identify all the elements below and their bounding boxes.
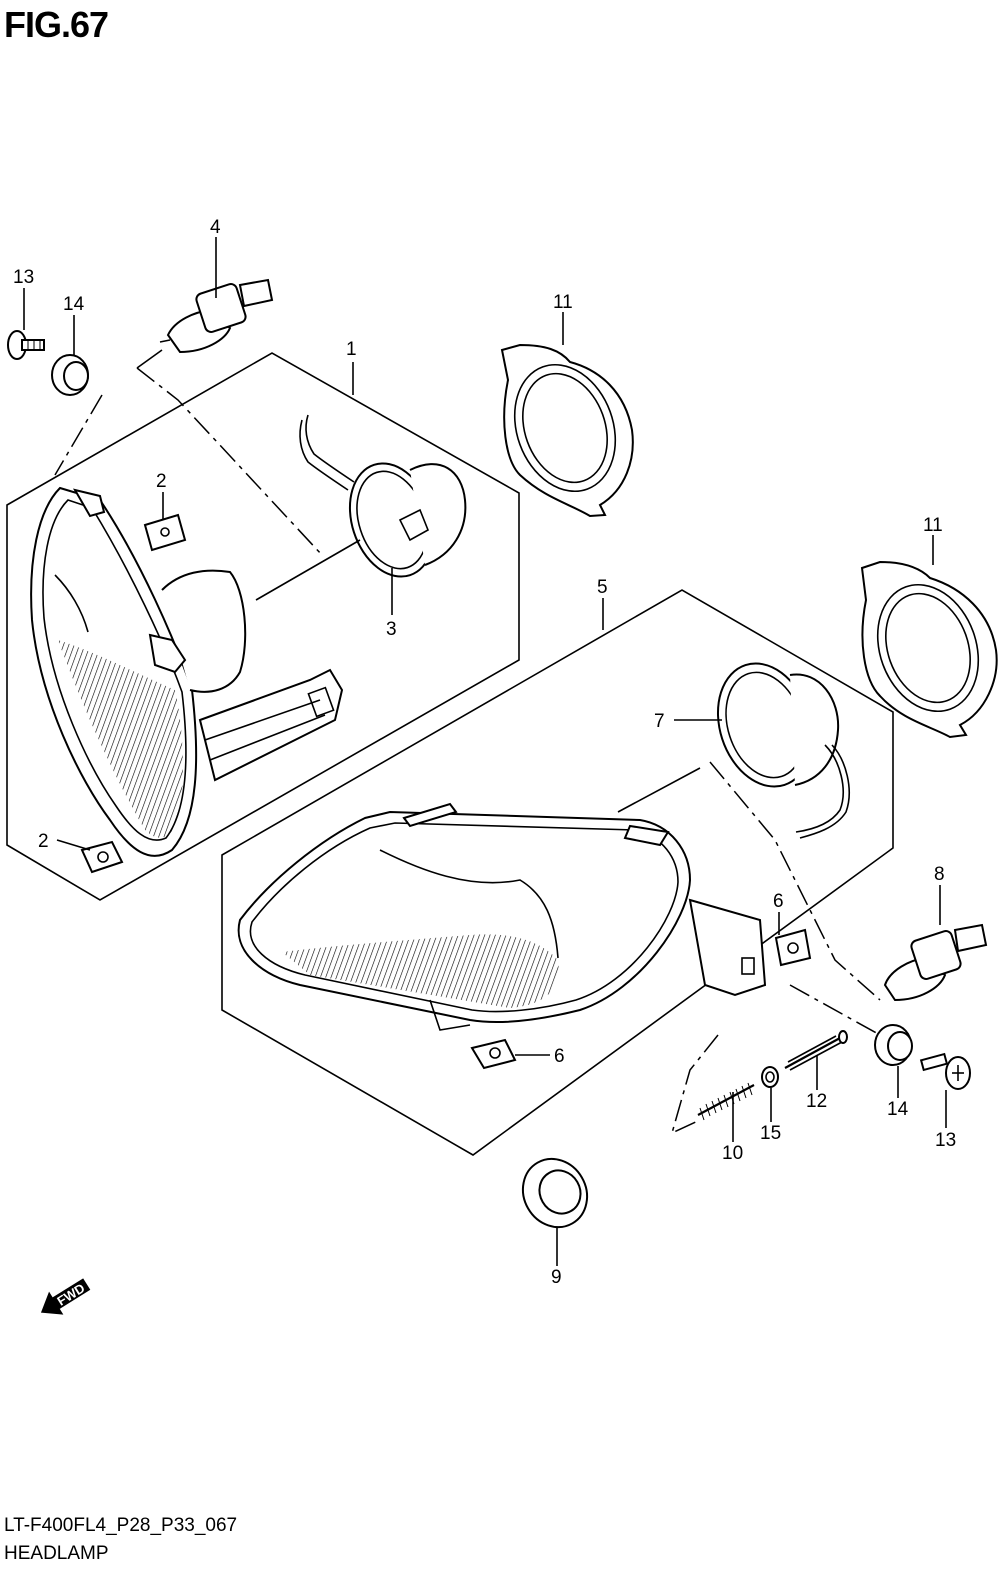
- fwd-arrow-icon: FWD: [40, 1278, 91, 1315]
- adjuster-bolt: [784, 1030, 848, 1071]
- callout-11-right: 11: [923, 515, 943, 536]
- right-assembly-outline: [221, 589, 894, 1156]
- clip-nut-bracket: [774, 928, 812, 967]
- left-assembly-outline: [6, 352, 520, 901]
- callout-10: 10: [722, 1143, 743, 1164]
- bulb-upper: [159, 278, 274, 354]
- callout-11-upper: 11: [553, 292, 573, 313]
- left-headlamp-group: [6, 352, 520, 901]
- callout-6-lower: 6: [554, 1046, 565, 1067]
- callout-13-upper: 13: [13, 267, 34, 288]
- clip-nut-lower-right: [470, 1038, 517, 1070]
- retainer-ring-upper: [500, 343, 634, 518]
- callout-7: 7: [654, 711, 665, 732]
- diagram-name: HEADLAMP: [4, 1543, 109, 1564]
- callout-2-lower: 2: [38, 831, 49, 852]
- washer: [761, 1066, 779, 1088]
- screw-right: [919, 1052, 971, 1090]
- diagram-code: LT-F400FL4_P28_P33_067: [4, 1515, 238, 1536]
- clip-nut-upper: [143, 513, 187, 552]
- grommet-right: [874, 1024, 913, 1066]
- callout-4: 4: [210, 217, 221, 238]
- callout-12: 12: [806, 1091, 827, 1112]
- callout-labels: 1 2 2 3 4 5 6 6 7 8 9 10 11 11 12 13 13 …: [13, 217, 956, 1288]
- screw-upper: [7, 330, 45, 360]
- retainer-ring-right: [860, 560, 998, 739]
- callout-13-right: 13: [935, 1130, 956, 1151]
- clip-nut-lower: [80, 840, 124, 874]
- figure-title: FIG.67: [4, 4, 109, 45]
- grommet-upper: [51, 354, 89, 396]
- seal-ring: [521, 1157, 589, 1229]
- callout-15: 15: [760, 1123, 781, 1144]
- right-bulb-socket: [716, 662, 850, 839]
- callout-14-upper: 14: [63, 294, 85, 315]
- callout-14-right: 14: [887, 1099, 909, 1120]
- bulb-right: [883, 923, 988, 1002]
- left-bulb-socket: [299, 414, 467, 578]
- callout-1: 1: [346, 339, 357, 360]
- callout-8: 8: [934, 864, 945, 885]
- callout-3: 3: [386, 619, 397, 640]
- leader-lines: [23, 237, 947, 1266]
- callout-5: 5: [597, 577, 608, 598]
- callout-6-upper: 6: [773, 891, 784, 912]
- right-mount-bracket: [688, 898, 767, 997]
- left-mount-bracket: [198, 668, 344, 782]
- callout-2-upper: 2: [156, 471, 167, 492]
- adjuster-spring: [697, 1082, 755, 1121]
- callout-9: 9: [551, 1267, 562, 1288]
- right-headlamp-group: [221, 589, 894, 1156]
